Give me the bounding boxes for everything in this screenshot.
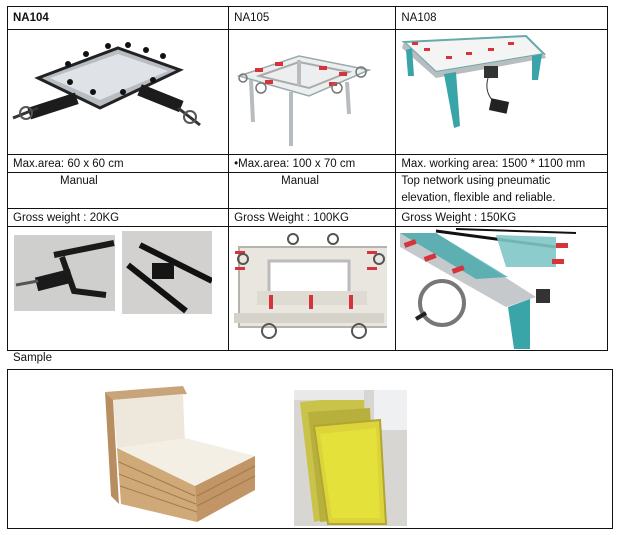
na108-operation-line-2: elevation, flexible and reliable.	[401, 192, 556, 204]
spec-table: NA104 NA105 NA108	[6, 6, 608, 351]
yellow-mesh-aluminum-frames-image	[294, 390, 407, 526]
stretcher-clamp-photo-2	[122, 231, 212, 314]
model-na105-header: NA105	[228, 6, 397, 30]
wooden-screen-frames-stack-image	[105, 386, 256, 522]
na104-max-area: Max.area: 60 x 60 cm	[6, 154, 230, 173]
na104-gross-weight: Gross weight : 20KG	[6, 208, 230, 227]
na108-detail-cell	[395, 226, 608, 351]
model-na104-header: NA104	[6, 6, 230, 30]
operation-row: Manual Manual Top network using pneumati…	[6, 172, 608, 209]
manual-screen-stretcher-image	[12, 42, 201, 127]
main-image-row	[6, 29, 608, 155]
max-area-row: Max.area: 60 x 60 cm •Max.area: 100 x 70…	[6, 154, 608, 173]
mechanical-stretcher-with-legs-image	[236, 55, 372, 146]
pneumatic-clamp-detail-image	[396, 227, 607, 350]
na108-operation-line-1: Top network using pneumatic	[401, 175, 551, 187]
stretcher-frame-detail-image	[229, 227, 388, 350]
stretcher-clamp-photo-1	[14, 235, 115, 311]
sample-box	[7, 369, 613, 529]
na108-gross-weight: Gross Weight : 150KG	[395, 208, 608, 227]
gross-weight-row: Gross weight : 20KG Gross Weight : 100KG…	[6, 208, 608, 227]
pneumatic-stretcher-with-foot-pedal-image	[401, 34, 547, 128]
na104-operation: Manual	[6, 172, 230, 209]
na105-max-area: •Max.area: 100 x 70 cm	[228, 154, 397, 173]
na108-operation: Top network using pneumatic elevation, f…	[395, 172, 608, 209]
na108-image-cell	[395, 29, 608, 155]
na105-detail-cell	[228, 226, 397, 351]
na104-photos-cell	[6, 226, 230, 351]
na105-image-cell	[228, 29, 397, 155]
na105-gross-weight: Gross Weight : 100KG	[228, 208, 397, 227]
na108-max-area: Max. working area: 1500 * 1100 mm	[395, 154, 608, 173]
detail-photos-row	[6, 226, 608, 351]
model-na108-header: NA108	[395, 6, 608, 30]
na105-operation: Manual	[228, 172, 397, 209]
header-row: NA104 NA105 NA108	[6, 6, 608, 30]
sample-label: Sample	[13, 352, 52, 364]
na104-image-cell	[6, 29, 230, 155]
